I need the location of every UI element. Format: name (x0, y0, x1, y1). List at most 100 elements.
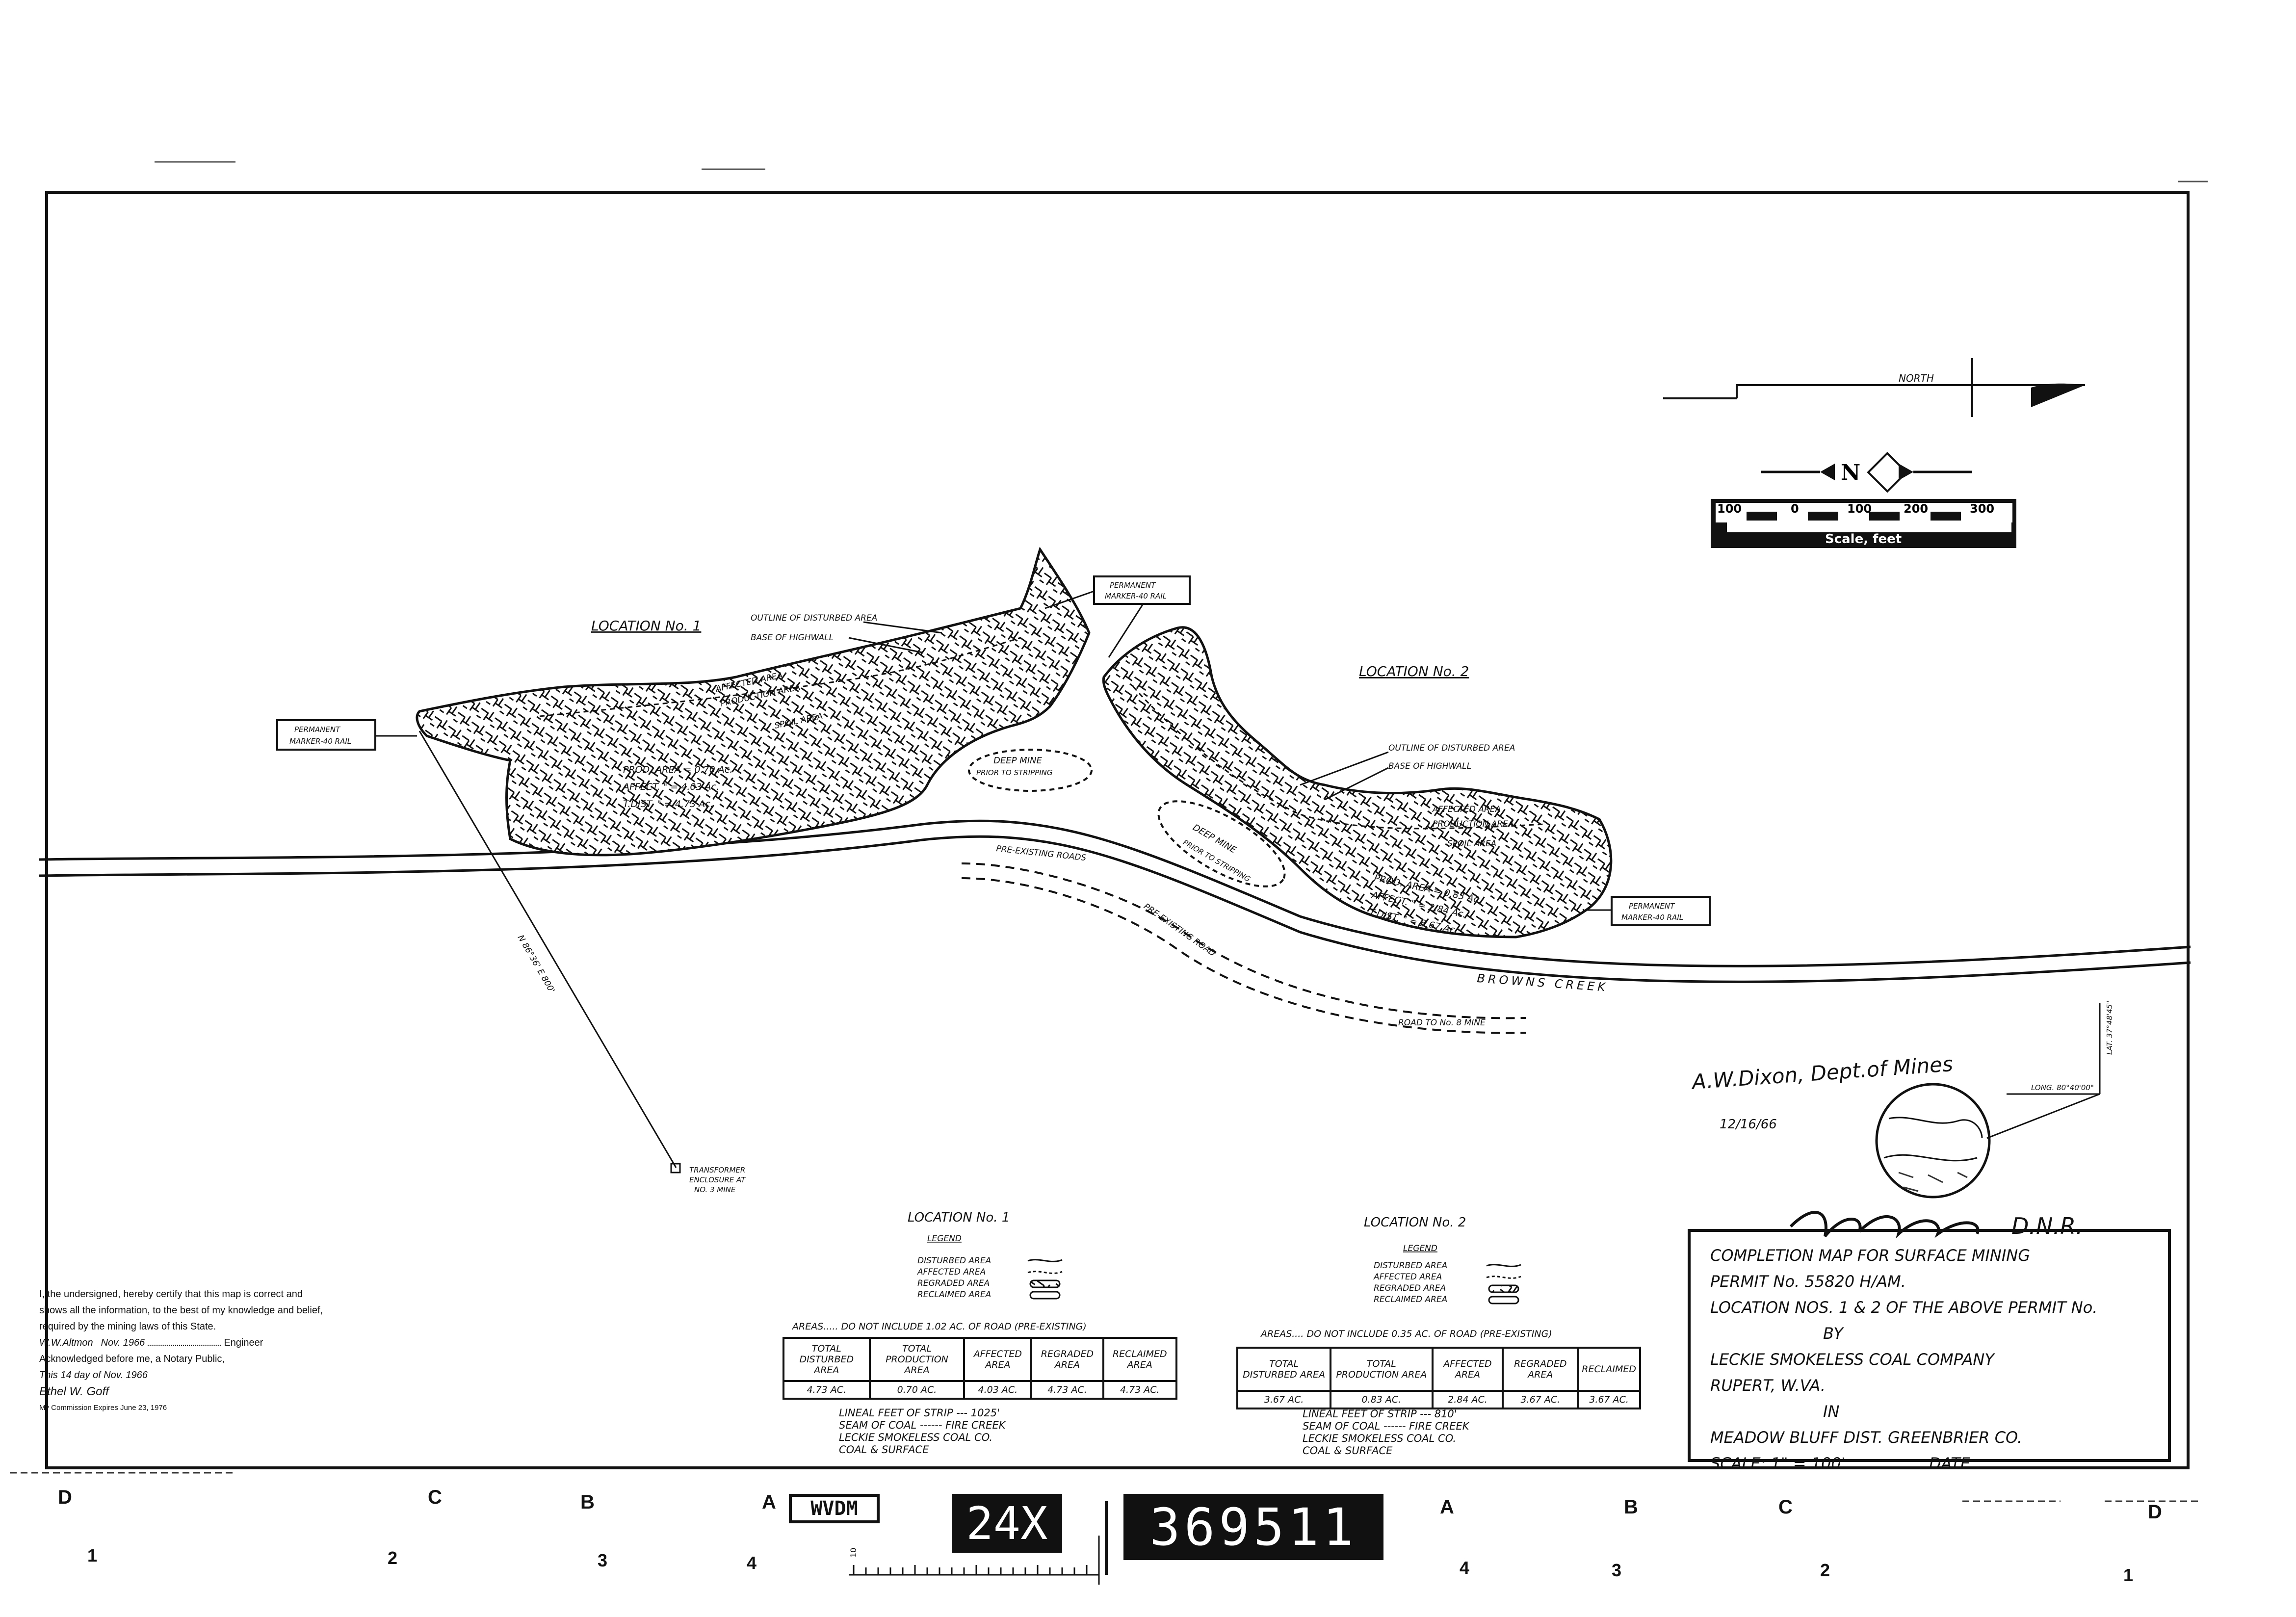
note-line: LECKIE SMOKELESS COAL CO. (839, 1432, 993, 1443)
legend-2-item: AFFECTED AREA (1373, 1272, 1442, 1282)
dnr-label: D.N.R. (2011, 1213, 2083, 1239)
company-name: LECKIE SMOKELESS COAL COMPANY (1710, 1350, 1994, 1369)
title-line: IN (1823, 1402, 1840, 1421)
highwall-label-1: BASE OF HIGHWALL (751, 633, 834, 643)
legend-disturbed-symbol (1486, 1264, 1521, 1267)
table-header: TOTAL PRODUCTION AREA (868, 1337, 965, 1382)
legend-regraded-symbol (1488, 1284, 1519, 1293)
film-reduction-text: 24X (966, 1497, 1048, 1550)
scale-label-4: 300 (1970, 502, 1994, 516)
film-label-wvdm-text: WVDM (810, 1497, 858, 1520)
film-letter: C (1778, 1496, 1793, 1518)
deep-mine-2-outline (1157, 800, 1286, 887)
film-letter: C (428, 1487, 442, 1508)
note-line: SEAM OF COAL ------ FIRE CREEK (839, 1419, 1006, 1431)
scale-label-0: 100 (1717, 502, 1742, 516)
location-2-label: LOCATION No. 2 (1359, 663, 1469, 679)
film-number: 1 (2123, 1565, 2134, 1585)
location-1-prod-area: PROD. AREA = 0.70 Ac. (623, 764, 732, 775)
latitude-label: LAT. 37°48'45" (2105, 1001, 2114, 1055)
scale-caption: Scale, feet (1825, 532, 1902, 547)
legend-2-item: DISTURBED AREA (1374, 1261, 1447, 1271)
film-letter: D (2148, 1501, 2162, 1523)
film-number: 3 (1612, 1560, 1622, 1580)
film-number: 4 (747, 1553, 757, 1573)
location-1-affected-area: AFFECT. " = 4.03 Ac. (622, 782, 719, 792)
leader-line (848, 621, 942, 653)
location-1-total-disturbed: T.DIST. " = 4.73 Ac. (623, 799, 713, 809)
table-header: TOTAL DISTURBED AREA (783, 1337, 871, 1382)
affected-area-label-2: AFFECTED AREA (1432, 805, 1501, 814)
table-header: REGRADED AREA (1030, 1337, 1104, 1382)
cert-line: Acknowledged before me, a Notary Public, (39, 1354, 225, 1364)
legend-regraded-symbol (1029, 1279, 1061, 1288)
location-2-disturbed-area (1102, 626, 1613, 939)
deep-mine-1-sublabel: PRIOR TO STRIPPING (976, 768, 1053, 777)
table-header: AFFECTED AREA (1431, 1347, 1504, 1392)
table-cell: 4.73 AC. (783, 1380, 871, 1400)
scan-mark (155, 161, 2208, 183)
film-frame-number: 369511 (1123, 1494, 1383, 1560)
location-1-area-table: TOTAL DISTURBED AREA TOTAL PRODUCTION AR… (783, 1337, 1178, 1400)
longitude-label: LONG. 80°40'00" (2031, 1083, 2094, 1092)
cert-line: I, the undersigned, hereby certify that … (39, 1289, 303, 1300)
legend-1-areas-note: AREAS..... DO NOT INCLUDE 1.02 AC. OF RO… (791, 1321, 1087, 1332)
legend-1-item: DISTURBED AREA (917, 1256, 991, 1266)
location-1-notes: LINEAL FEET OF STRIP --- 1025' SEAM OF C… (839, 1407, 1006, 1456)
table-header: RECLAIMED AREA (1102, 1337, 1178, 1382)
approval-date: 12/16/66 (1720, 1117, 1777, 1132)
film-letter: D (58, 1487, 72, 1508)
legend-2-areas-note: AREAS.... DO NOT INCLUDE 0.35 AC. OF ROA… (1260, 1329, 1552, 1339)
legend-affected-symbol (1486, 1276, 1521, 1279)
legend-2-heading: LEGEND (1403, 1244, 1437, 1253)
bearing-label: N 86°36' E 800' (516, 934, 557, 995)
legend-disturbed-symbol (1027, 1259, 1063, 1262)
title-block: COMPLETION MAP FOR SURFACE MINING PERMIT… (1688, 1229, 2171, 1473)
pre-existing-road (961, 877, 1526, 1034)
cert-line: required by the mining laws of this Stat… (39, 1321, 216, 1332)
scale-label-3: 200 (1904, 502, 1928, 516)
table-header: REGRADED AREA (1502, 1347, 1579, 1392)
north-arrow-line (1663, 358, 2085, 417)
base-of-highwall-1 (539, 637, 1021, 717)
permanent-marker-3-line2: MARKER-40 RAIL (1621, 913, 1683, 922)
table-cell: 3.67 AC. (1502, 1390, 1579, 1409)
film-edge-line (10, 1472, 2198, 1502)
road-label: PRE-EXISTING ROAD (1142, 902, 1217, 959)
cert-role: Engineer (224, 1337, 263, 1348)
road-label: ROAD TO No. 8 MINE (1398, 1018, 1486, 1028)
deep-mine-1-outline (968, 749, 1093, 792)
table-cell: 4.73 AC. (1102, 1380, 1178, 1400)
table-header: TOTAL PRODUCTION AREA (1330, 1347, 1434, 1392)
creek-bank-north (39, 819, 2191, 967)
base-of-highwall-2 (1132, 686, 1546, 830)
highwall-label-2: BASE OF HIGHWALL (1388, 761, 1471, 771)
note-line: COAL & SURFACE (1303, 1445, 1393, 1457)
company-location: RUPERT, W.VA. (1710, 1376, 1826, 1395)
transformer-label-2: ENCLOSURE AT (689, 1175, 746, 1184)
title-line: LOCATION NOS. 1 & 2 OF THE ABOVE PERMIT … (1710, 1298, 2098, 1317)
production-area-label-2: PRODUCTION AREA (1433, 819, 1514, 829)
permanent-marker-3-line1: PERMANENT (1629, 902, 1675, 911)
film-letter: B (1624, 1496, 1638, 1518)
film-number: 1 (87, 1545, 98, 1565)
legend-1-item: RECLAIMED AREA (917, 1290, 991, 1300)
film-label-wvdm: WVDM (789, 1494, 880, 1523)
legend-2-item: REGRADED AREA (1374, 1283, 1446, 1293)
district-county: MEADOW BLUFF DIST. GREENBRIER CO. (1710, 1428, 2023, 1447)
spoil-area-label-2: SPOIL AREA (1447, 839, 1496, 849)
location-1-disturbed-area (416, 547, 1091, 857)
marker-2-leader (1044, 590, 1144, 658)
film-letter: A (1440, 1496, 1454, 1518)
note-line: COAL & SURFACE (839, 1444, 929, 1456)
cert-line: My Commission Expires June 23, 1976 (39, 1404, 167, 1412)
film-number: 2 (388, 1548, 398, 1568)
film-number: 4 (1460, 1558, 1470, 1578)
scale-label-1: 0 (1791, 502, 1799, 516)
permanent-marker-2-line2: MARKER-40 RAIL (1105, 592, 1167, 600)
table-cell: 0.83 AC. (1330, 1390, 1434, 1409)
film-number: 3 (598, 1550, 608, 1570)
legend-reclaimed-symbol (1029, 1291, 1061, 1300)
title-line: BY (1823, 1324, 1843, 1343)
permanent-marker-1-box (276, 719, 376, 751)
